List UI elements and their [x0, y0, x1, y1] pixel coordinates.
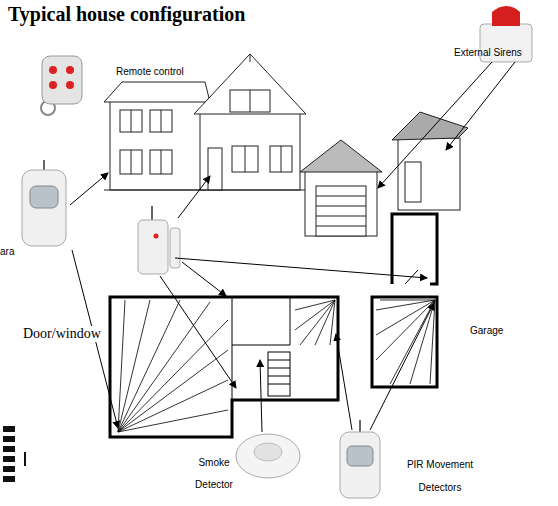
house: [104, 82, 210, 102]
pir-sensor: [340, 420, 380, 498]
pir-sensor: [340, 432, 380, 498]
shed: [398, 138, 460, 210]
device-label: External Sirens: [454, 47, 522, 58]
garage-building: [316, 226, 366, 227]
house: [104, 190, 306, 191]
remote-control: [42, 56, 82, 104]
remote-control: [49, 66, 57, 74]
edge-mark: [3, 426, 15, 432]
pir-sensor: [30, 186, 58, 208]
house: [245, 146, 246, 172]
floor-plan: [290, 297, 291, 345]
edge-mark: [3, 446, 15, 452]
leader-line: [70, 173, 108, 205]
leader-line: [446, 62, 515, 150]
house: [150, 150, 172, 174]
floor-plan: [405, 270, 418, 284]
house: [131, 150, 132, 174]
house: [232, 146, 258, 172]
house: [250, 54, 251, 62]
remote-control: [41, 56, 82, 115]
siren: [492, 6, 520, 26]
door-contact: [170, 228, 180, 268]
smoke-detector: [236, 434, 300, 478]
device-label: Smoke Detector: [186, 452, 242, 496]
floor-plan: [268, 376, 290, 377]
floor-plan: [232, 345, 290, 346]
device-label: Remote control: [116, 66, 184, 77]
leader-line: [370, 303, 434, 430]
floor-plan: [392, 214, 437, 284]
house: [230, 90, 270, 112]
garage-building: [300, 140, 382, 172]
leader-line: [182, 262, 226, 296]
leader-line: [260, 360, 262, 432]
pir-sensor: [22, 170, 66, 246]
door-contact: [154, 234, 159, 239]
garage-building: [316, 216, 366, 217]
house: [104, 54, 306, 190]
floor-plan: [268, 360, 290, 361]
leader-line: [178, 176, 210, 218]
house: [150, 110, 172, 132]
remote-control: [66, 66, 74, 74]
leader-line: [160, 276, 236, 388]
floor-plan: [372, 297, 437, 387]
house: [161, 150, 162, 174]
house: [194, 54, 306, 114]
floor-plan: [376, 300, 435, 384]
pir-sensor: [347, 446, 373, 466]
house: [281, 146, 282, 172]
smoke-detector: [254, 443, 282, 461]
device-label: Door/window: [22, 326, 102, 342]
floor-plan: [268, 368, 290, 369]
edge-mark: [3, 436, 15, 442]
house: [250, 90, 251, 112]
door-contact: [138, 206, 180, 274]
floor-plan: [268, 352, 290, 396]
floor-plan: [232, 297, 233, 400]
garage-building: [300, 140, 382, 236]
house: [120, 150, 142, 174]
remote-control: [49, 81, 57, 89]
house: [131, 110, 132, 132]
garage-building: [316, 186, 366, 236]
shed: [392, 112, 468, 210]
floor-plan: [118, 300, 228, 432]
house: [120, 110, 142, 132]
floor-plan: [268, 384, 290, 385]
floor-plan: [110, 297, 338, 437]
smoke-detector: [236, 434, 300, 478]
house: [110, 100, 205, 190]
shed: [405, 162, 421, 202]
edge-mark: [3, 476, 15, 482]
leader-line: [175, 258, 427, 278]
floor-plan: [295, 300, 335, 345]
leader-line: [336, 334, 352, 430]
garage-building: [316, 206, 366, 207]
remote-control: [66, 81, 74, 89]
edge-mark: [24, 452, 26, 466]
leader-line: [378, 62, 492, 188]
device-label: ara: [0, 246, 14, 257]
edge-mark: [3, 466, 15, 472]
pir-sensor: [22, 160, 66, 246]
garage-building: [316, 196, 366, 197]
house: [270, 146, 292, 172]
floor-plan: [110, 214, 437, 437]
house: [161, 110, 162, 132]
edge-mark: [3, 426, 26, 482]
edge-mark: [3, 456, 15, 462]
title: Typical house configuration: [8, 3, 245, 26]
house: [208, 148, 222, 190]
door-contact: [138, 220, 168, 274]
room-label: Garage: [470, 325, 503, 336]
device-label: PIR Movement Detectors: [388, 453, 492, 499]
garage-building: [305, 170, 377, 236]
house: [200, 110, 300, 190]
